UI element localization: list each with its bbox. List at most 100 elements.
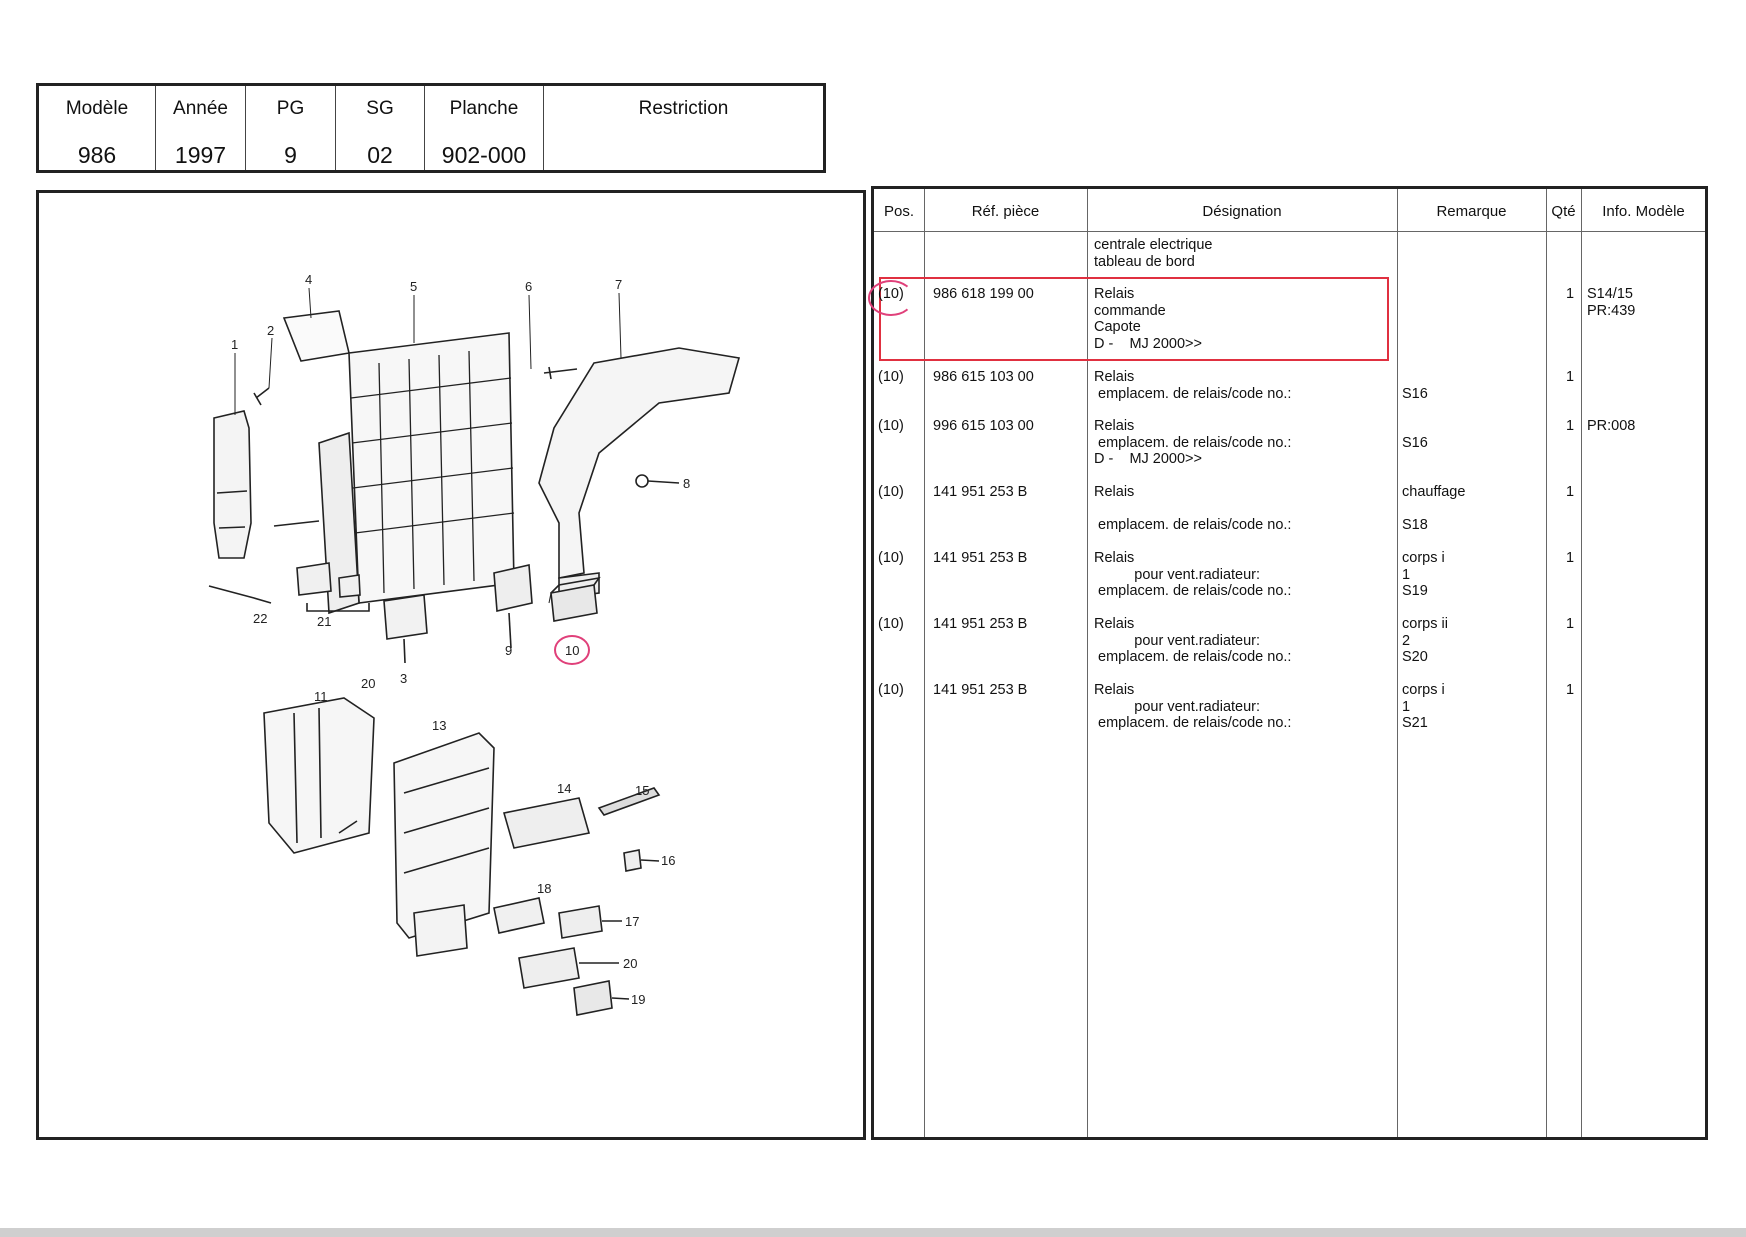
- row-ref: 141 951 253 B: [933, 484, 1028, 500]
- row-designation: Relais emplacem. de relais/code no.:: [1094, 369, 1404, 402]
- designation-line: Relais: [1094, 550, 1135, 566]
- row-designation: Relais pour vent.radiateur: emplacem. de…: [1094, 616, 1404, 666]
- header-label: Planche: [449, 98, 519, 119]
- row-qte: 1: [1565, 550, 1575, 566]
- row-pos: (10): [878, 616, 904, 632]
- header-planche: Planche 902-000: [425, 86, 544, 170]
- col-remarque-header: Remarque: [1436, 203, 1507, 220]
- callout-15: 15: [635, 783, 649, 798]
- remarque-line: [1402, 369, 1542, 386]
- row-qte: 1: [1565, 369, 1575, 385]
- header-table: Modèle 986 Année 1997 PG 9 SG 02 Planche…: [36, 83, 826, 173]
- header-value: 02: [367, 142, 393, 168]
- callout-8: 8: [683, 476, 690, 491]
- col-pos-header: Pos.: [883, 203, 914, 220]
- callout-20-bottom: 20: [623, 956, 637, 971]
- header-label: Modèle: [65, 98, 129, 119]
- callout-4: 4: [305, 272, 312, 287]
- row-qte: 1: [1565, 616, 1575, 632]
- designation-line: tableau de bord: [1094, 253, 1195, 270]
- row-pos: (10): [878, 369, 904, 385]
- row-pos: (10): [878, 286, 904, 302]
- callout-22: 22: [253, 611, 267, 626]
- row-designation: Relais emplacem. de relais/code no.:D - …: [1094, 418, 1404, 468]
- callout-3: 3: [400, 671, 407, 686]
- callout-5: 5: [410, 279, 417, 294]
- designation-line: Relais: [1094, 616, 1135, 632]
- highlight-pos-circle: [868, 280, 914, 316]
- remarque-line: S16: [1402, 385, 1428, 402]
- col-info-header: Info. Modèle: [1602, 203, 1685, 220]
- col-ref-header: Réf. pièce: [971, 203, 1040, 220]
- callout-11: 11: [314, 689, 328, 704]
- diagram-callouts: 1 2 3 4 5 6 7 8 9 10 11 13 14 15 16 17 1…: [231, 272, 690, 1007]
- highlight-box: [879, 277, 1389, 361]
- callout-9: 9: [505, 643, 512, 658]
- remarque-line: S18: [1402, 517, 1428, 533]
- remarque-line: 1: [1402, 698, 1411, 715]
- designation-line: Relais: [1094, 418, 1135, 434]
- designation-line: emplacem. de relais/code no.:: [1094, 434, 1292, 451]
- designation-line: [1094, 501, 1404, 518]
- row-qte: 1: [1565, 484, 1575, 500]
- row-qte: 1: [1565, 418, 1575, 434]
- row-ref: 986 618 199 00: [933, 286, 1034, 302]
- info-line: PR:008: [1587, 418, 1636, 434]
- callout-21: 21: [317, 614, 331, 629]
- highlight-circle-10: [554, 635, 590, 665]
- remarque-line: chauffage: [1402, 484, 1466, 500]
- info-line: S14/15: [1587, 286, 1633, 302]
- callout-18: 18: [537, 881, 551, 896]
- row-designation: Relais pour vent.radiateur: emplacem. de…: [1094, 550, 1404, 600]
- row-designation: Relais emplacem. de relais/code no.:: [1094, 484, 1404, 534]
- remarque-line: S16: [1402, 434, 1428, 451]
- designation-line: D - MJ 2000>>: [1094, 335, 1202, 352]
- remarque-line: S21: [1402, 715, 1428, 731]
- row-ref: 141 951 253 B: [933, 616, 1028, 632]
- remarque-line: [1402, 418, 1542, 435]
- row-pos: (10): [878, 550, 904, 566]
- designation-line: emplacem. de relais/code no.:: [1094, 385, 1292, 402]
- callout-19: 19: [631, 992, 645, 1007]
- diagram-drawing: 1 2 3 4 5 6 7 8 9 10 11 13 14 15 16 17 1…: [208, 272, 741, 1016]
- row-pos: (10): [878, 484, 904, 500]
- header-label: SG: [366, 98, 394, 119]
- row-pos: (10): [878, 682, 904, 698]
- designation-line: emplacem. de relais/code no.:: [1094, 715, 1292, 731]
- remarque-line: S19: [1402, 583, 1428, 599]
- row-remarque: chauffage S18: [1402, 484, 1542, 534]
- designation-line: D - MJ 2000>>: [1094, 451, 1202, 467]
- row-qte: 1: [1565, 286, 1575, 302]
- remarque-line: 1: [1402, 566, 1411, 583]
- header-value: 902-000: [441, 142, 527, 168]
- info-line: PR:439: [1587, 302, 1636, 319]
- row-ref: 996 615 103 00: [933, 418, 1034, 434]
- callout-6: 6: [525, 279, 532, 294]
- designation-line: Relais: [1094, 484, 1135, 500]
- remarque-line: 2: [1402, 632, 1411, 649]
- callout-14: 14: [557, 781, 571, 796]
- remarque-line: corps i: [1402, 550, 1445, 566]
- header-value: 986: [77, 142, 117, 168]
- header-value: 9: [284, 142, 297, 168]
- callout-1: 1: [231, 337, 238, 352]
- exploded-parts-diagram: 1 2 3 4 5 6 7 8 9 10 11 13 14 15 16 17 1…: [36, 190, 866, 1140]
- header-label: PG: [276, 98, 305, 119]
- designation-line: emplacem. de relais/code no.:: [1094, 583, 1292, 599]
- designation-line: commande: [1094, 302, 1166, 319]
- designation-line: pour vent.radiateur:: [1094, 698, 1261, 715]
- row-ref: 986 615 103 00: [933, 369, 1034, 385]
- row-remarque: S16: [1402, 418, 1542, 451]
- remarque-line: corps ii: [1402, 616, 1448, 632]
- callout-13: 13: [432, 718, 446, 733]
- header-sg: SG 02: [336, 86, 425, 170]
- header-annee: Année 1997: [156, 86, 246, 170]
- designation-line: Capote: [1094, 319, 1141, 335]
- row-designation: Relais pour vent.radiateur: emplacem. de…: [1094, 682, 1404, 732]
